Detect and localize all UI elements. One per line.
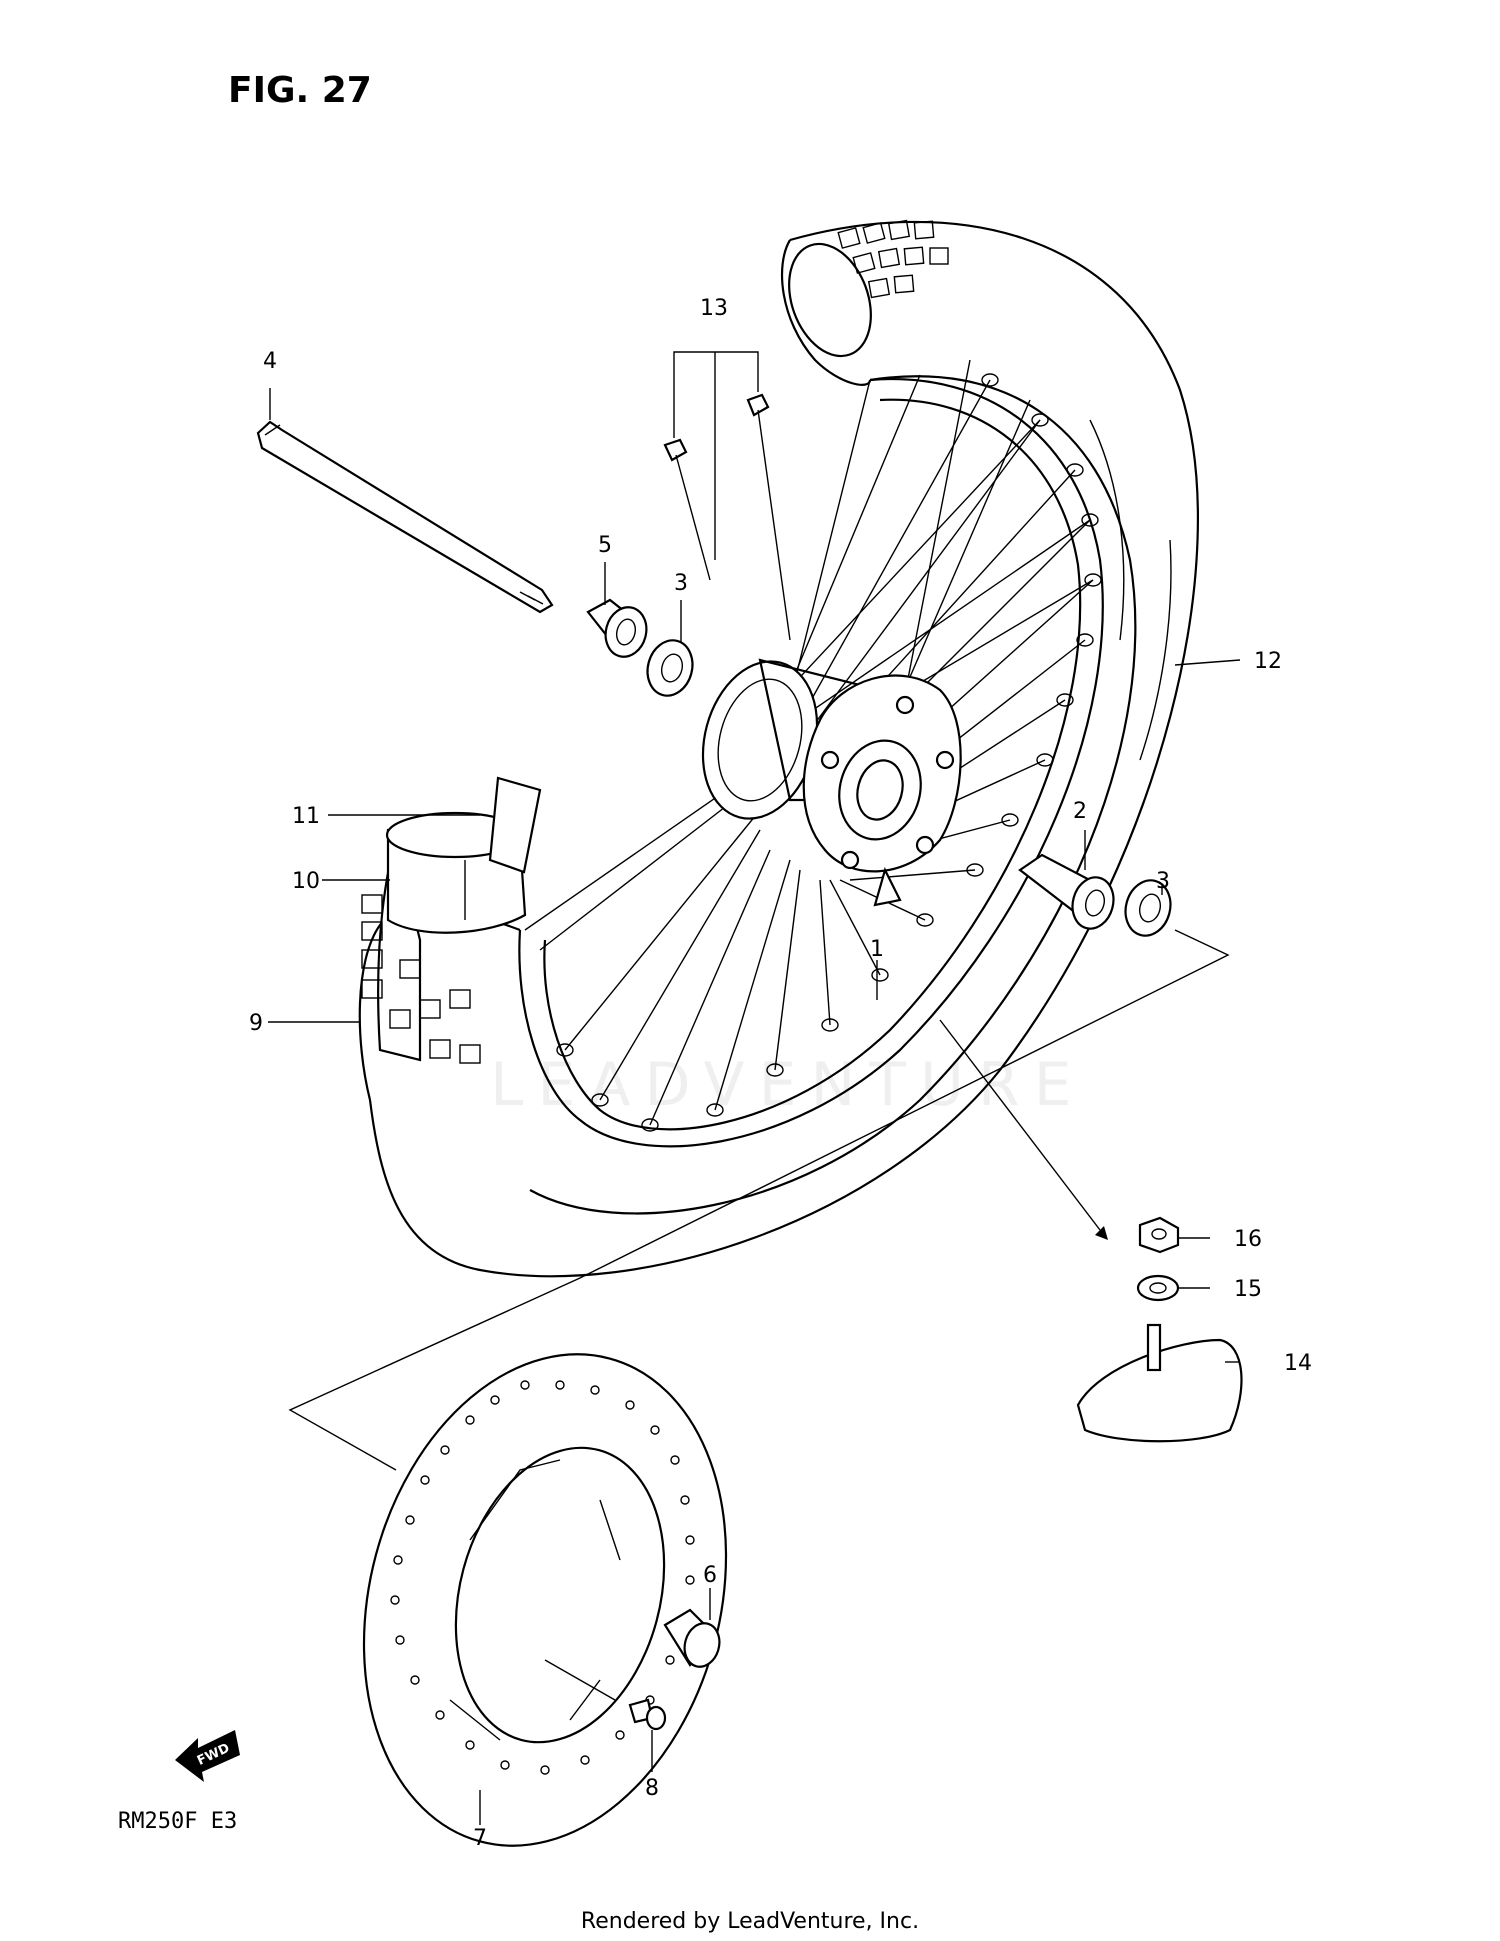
callout-16: 16 bbox=[1234, 1227, 1262, 1252]
bearing-part-3b bbox=[1124, 879, 1172, 937]
nut-part-16 bbox=[1138, 1216, 1180, 1254]
fwd-arrow-icon bbox=[175, 1730, 240, 1782]
axle-part-4 bbox=[256, 420, 554, 614]
leader-lines bbox=[268, 351, 1241, 1825]
callouts: 1 2 3 3 4 5 6 7 8 9 10 11 12 13 14 15 16 bbox=[249, 296, 1312, 1851]
spacer-part-2 bbox=[1018, 853, 1115, 930]
hub bbox=[701, 658, 962, 907]
fwd-arrow: FWD bbox=[175, 1730, 240, 1782]
watermark: LEADVENTURE bbox=[490, 1050, 1086, 1120]
tire-tread-top bbox=[837, 219, 949, 299]
spoke-set-part-13 bbox=[663, 393, 791, 641]
callout-6: 6 bbox=[703, 1563, 717, 1588]
disc-bolt-part-8 bbox=[628, 1698, 667, 1731]
callout-8: 8 bbox=[645, 1776, 659, 1801]
model-label: RM250F E3 bbox=[118, 1809, 237, 1834]
callout-2: 2 bbox=[1073, 799, 1087, 824]
washer-part-15 bbox=[1136, 1274, 1180, 1302]
callout-4: 4 bbox=[263, 349, 277, 374]
callout-3a: 3 bbox=[674, 571, 688, 596]
assembly-lines bbox=[288, 929, 1230, 1701]
rim-lock-part-14 bbox=[1076, 1323, 1243, 1443]
callout-12: 12 bbox=[1254, 649, 1282, 674]
callout-13: 13 bbox=[700, 296, 728, 321]
callout-14: 14 bbox=[1284, 1351, 1312, 1376]
collar-part-5 bbox=[586, 598, 648, 658]
tire-part-12 bbox=[358, 219, 1199, 1278]
callout-1: 1 bbox=[870, 937, 884, 962]
callout-5: 5 bbox=[598, 533, 612, 558]
callout-15: 15 bbox=[1234, 1277, 1262, 1302]
brake-disc-part-7 bbox=[362, 1353, 728, 1847]
collar-part-6 bbox=[663, 1608, 721, 1668]
bearing-part-3a bbox=[646, 639, 694, 697]
callout-10: 10 bbox=[292, 869, 320, 894]
callout-9: 9 bbox=[249, 1011, 263, 1036]
footer-credit: Rendered by LeadVenture, Inc. bbox=[581, 1909, 919, 1934]
callout-3b: 3 bbox=[1156, 869, 1170, 894]
tire-tube-band-parts-9-10-11 bbox=[361, 776, 542, 1064]
callout-11: 11 bbox=[292, 804, 320, 829]
callout-7: 7 bbox=[473, 1826, 487, 1851]
figure-title: FIG. 27 bbox=[228, 70, 372, 111]
